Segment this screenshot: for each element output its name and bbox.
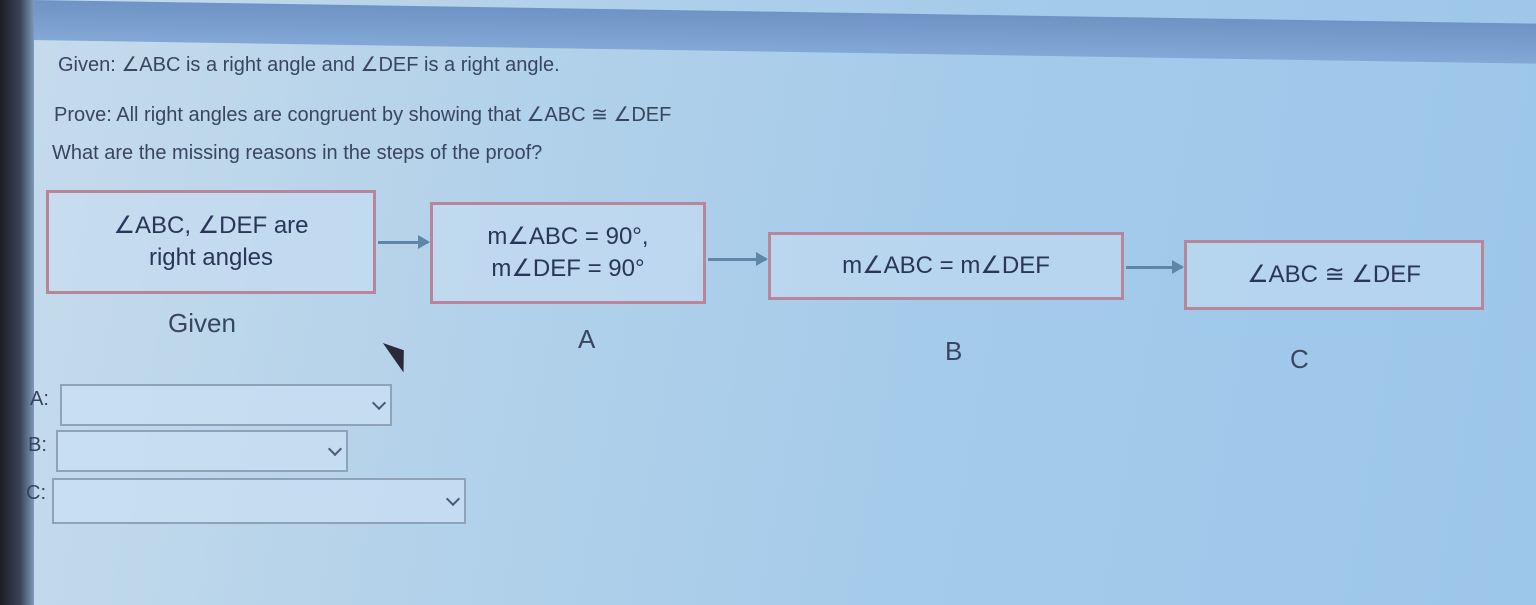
- screen-edge: [0, 0, 34, 605]
- proof-step-1-line-2: right angles: [148, 244, 274, 271]
- chevron-down-icon: [445, 491, 461, 507]
- flow-arrow-2: [708, 252, 768, 266]
- flow-arrow-3: [1126, 260, 1184, 274]
- proof-step-4-text: ∠ABC ≅ ∠DEF: [1247, 261, 1421, 288]
- answer-c-select[interactable]: [52, 478, 466, 524]
- proof-step-1: ∠ABC, ∠DEF are right angles: [46, 190, 376, 294]
- flow-arrow-1: [378, 235, 430, 249]
- mouse-pointer-icon: [382, 335, 415, 373]
- chevron-down-icon: [327, 441, 343, 457]
- proof-step-3: m∠ABC = m∠DEF: [768, 232, 1124, 300]
- answer-a-select[interactable]: [60, 384, 392, 426]
- proof-step-3-text: m∠ABC = m∠DEF: [842, 252, 1050, 279]
- reason-label-given: Given: [168, 308, 236, 338]
- given-statement: Given: ∠ABC is a right angle and ∠DEF is…: [58, 54, 560, 76]
- question-prompt: What are the missing reasons in the step…: [52, 142, 543, 164]
- prove-statement: Prove: All right angles are congruent by…: [54, 104, 672, 126]
- answer-b-select[interactable]: [56, 430, 348, 472]
- proof-step-2-line-1: m∠ABC = 90°,: [487, 223, 649, 250]
- reason-label-a: A: [578, 324, 596, 354]
- proof-step-4: ∠ABC ≅ ∠DEF: [1184, 240, 1484, 310]
- answer-b-label: B:: [28, 434, 47, 456]
- chevron-down-icon: [371, 395, 387, 411]
- answer-a-label: A:: [30, 388, 49, 410]
- proof-step-1-line-1: ∠ABC, ∠DEF are: [113, 212, 309, 239]
- reason-label-b: B: [945, 336, 963, 366]
- answer-c-label: C:: [26, 482, 46, 504]
- proof-step-2: m∠ABC = 90°, m∠DEF = 90°: [430, 202, 706, 304]
- reason-label-c: C: [1290, 344, 1309, 374]
- proof-step-2-line-2: m∠DEF = 90°: [491, 255, 645, 282]
